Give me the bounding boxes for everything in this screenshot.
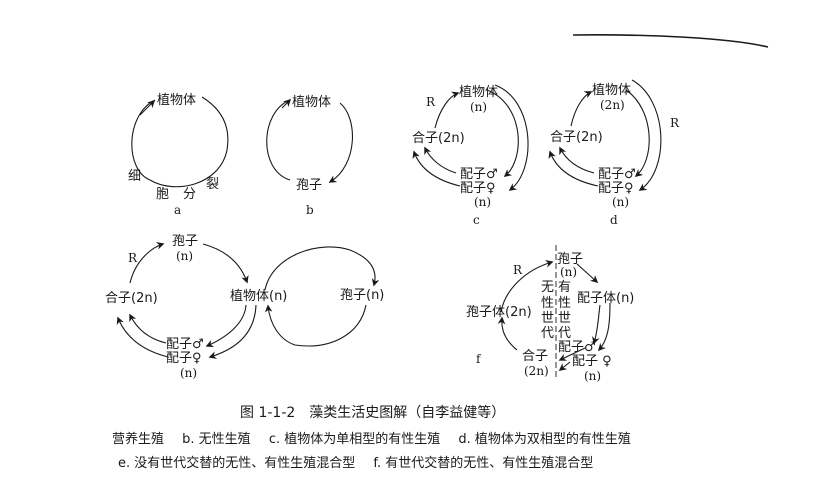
a-process-char: 细 (128, 169, 141, 184)
legend-a: 营养生殖 (112, 432, 165, 447)
d-gamete-ploidy: (n) (612, 195, 629, 209)
c-plant-ploidy: (n) (470, 100, 487, 114)
e-r: R (128, 251, 138, 265)
f-gamete-male: 配子♂ (558, 340, 596, 355)
f-gamete-female: 配子 ♀ (572, 354, 612, 369)
f-spore-ploidy: (n) (560, 265, 577, 279)
d-gamete-female: 配子♀ (598, 181, 634, 196)
f-gamete-ploidy: (n) (584, 369, 601, 383)
a-plant: 植物体 (157, 93, 196, 108)
figure-title: 图 1-1-2 藻类生活史图解（自李益健等） (240, 405, 506, 421)
a-process-char: 裂 (206, 177, 219, 192)
f-sexual-char: 代 (558, 326, 571, 341)
e-spore: 孢子 (172, 234, 198, 249)
legend-e: e. 没有世代交替的无性、有性生殖混合型 (118, 456, 356, 471)
c-gamete-male: 配子♂ (460, 167, 498, 182)
f-spore: 孢子 (557, 252, 583, 267)
e-plant: 植物体(n) (230, 289, 287, 304)
legend-b: b. 无性生殖 (182, 432, 251, 447)
c-plant: 植物体 (459, 85, 498, 100)
d-plant-ploidy: (2n) (600, 98, 625, 112)
e-gamete-female: 配子♀ (166, 351, 202, 366)
e-spore-2: 孢子(n) (340, 288, 384, 303)
f-r: R (513, 263, 523, 277)
c-label: c (473, 213, 480, 227)
d-plant: 植物体 (592, 83, 631, 98)
c-r: R (426, 95, 436, 109)
f-asexual-char: 无 (541, 280, 554, 295)
f-asexual-char: 性 (541, 296, 554, 311)
f-zygote: 合子 (522, 349, 548, 364)
f-sexual-char: 有 (558, 280, 571, 295)
d-label: d (610, 213, 618, 227)
d-r: R (670, 116, 680, 130)
cycle-a (131, 96, 229, 188)
a-label: a (174, 203, 181, 217)
legend-f: f. 有世代交替的无性、有性生殖混合型 (373, 456, 594, 471)
f-label: f (476, 352, 482, 366)
b-label: b (306, 203, 314, 217)
f-asexual-char: 代 (541, 326, 554, 341)
b-plant: 植物体 (292, 95, 331, 110)
e-spore-ploidy: (n) (176, 249, 193, 263)
f-sexual-char: 世 (558, 311, 571, 326)
legend-d: d. 植物体为双相型的有性生殖 (458, 432, 631, 447)
f-asexual-char: 世 (541, 311, 554, 326)
a-process-char: 分 (183, 187, 196, 202)
legend-line-2: e. 没有世代交替的无性、有性生殖混合型 f. 有世代交替的无性、有性生殖混合型 (118, 452, 593, 471)
b-spore: 孢子 (296, 178, 322, 193)
legend-line-1: 营养生殖 b. 无性生殖 c. 植物体为单相型的有性生殖 d. 植物体为双相型的… (112, 428, 631, 447)
c-zygote: 合子(2n) (412, 131, 465, 146)
e-zygote: 合子(2n) (105, 291, 158, 306)
legend-c: c. 植物体为单相型的有性生殖 (268, 432, 441, 447)
f-sporophyte: 孢子体(2n) (466, 305, 532, 320)
d-zygote: 合子(2n) (550, 130, 603, 145)
c-gamete-ploidy: (n) (474, 195, 491, 209)
a-process-char: 胞 (156, 187, 169, 202)
stray-line (572, 34, 769, 48)
f-zygote-ploidy: (2n) (524, 364, 549, 378)
f-gametophyte: 配子体(n) (577, 291, 634, 306)
f-sexual-char: 性 (558, 296, 571, 311)
e-gamete-ploidy: (n) (180, 366, 197, 380)
d-gamete-male: 配子♂ (598, 167, 636, 182)
e-gamete-male: 配子♂ (166, 337, 204, 352)
c-gamete-female: 配子♀ (460, 181, 496, 196)
